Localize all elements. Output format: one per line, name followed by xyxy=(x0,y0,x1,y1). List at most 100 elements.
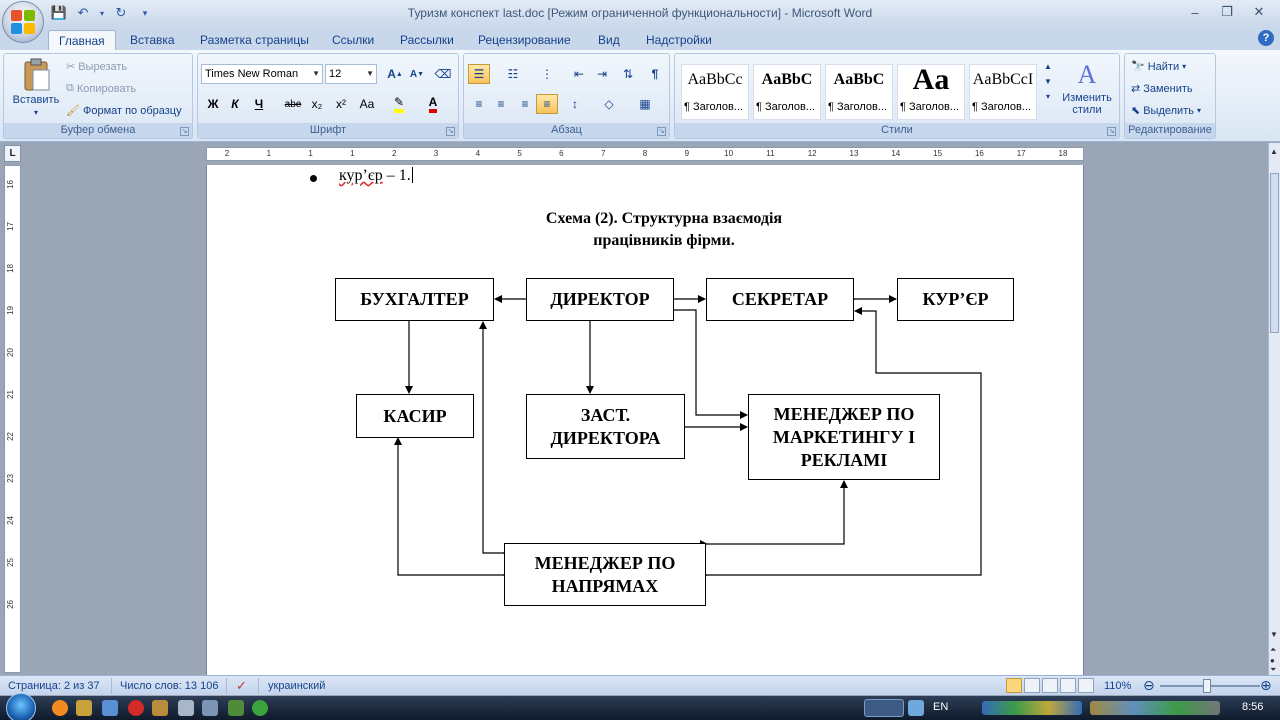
app-icon[interactable] xyxy=(178,700,194,716)
web-layout-view-button[interactable] xyxy=(1042,678,1058,693)
highlight-icon[interactable]: ✎ xyxy=(388,94,410,114)
replace-button[interactable]: ⇄ Заменить xyxy=(1131,82,1193,96)
word-count[interactable]: Число слов: 13 106 xyxy=(120,680,219,692)
change-styles-button[interactable]: A Изменить стили xyxy=(1062,60,1112,116)
scrollbar-thumb[interactable] xyxy=(1270,173,1279,333)
chevron-up-icon[interactable]: ▲ xyxy=(1044,62,1052,71)
font-name-select[interactable]: Times New Roman▼ xyxy=(201,64,323,84)
browser-icon[interactable] xyxy=(52,700,68,716)
chevron-down-icon[interactable]: ▼ xyxy=(1044,77,1052,86)
close-button[interactable]: ✕ xyxy=(1253,4,1265,19)
outline-view-button[interactable] xyxy=(1060,678,1076,693)
bullets-icon[interactable]: ☰ xyxy=(468,64,490,84)
styles-launcher-icon[interactable]: ↘ xyxy=(1107,127,1116,136)
shrink-font-button[interactable]: A▼ xyxy=(409,68,425,80)
select-button[interactable]: ⬉ Выделить ▾ xyxy=(1131,104,1201,118)
strikethrough-button[interactable]: abe xyxy=(284,98,302,110)
clear-formatting-icon[interactable]: ⌫ xyxy=(434,67,452,81)
full-screen-reading-view-button[interactable] xyxy=(1024,678,1040,693)
app-icon[interactable] xyxy=(908,700,924,716)
format-painter-button[interactable]: 🖌 Формат по образцу xyxy=(66,104,182,118)
save-icon[interactable]: 💾 xyxy=(50,5,68,20)
line-spacing-icon[interactable]: ↕ xyxy=(572,97,578,111)
word-taskbar-button[interactable] xyxy=(864,699,904,717)
tray-icons[interactable] xyxy=(1090,701,1220,715)
multilevel-list-icon[interactable]: ⋮ xyxy=(541,67,553,81)
start-button[interactable] xyxy=(6,693,36,720)
chevron-down-icon[interactable]: ▼ xyxy=(1270,630,1278,639)
numbering-icon[interactable]: ☷ xyxy=(507,67,519,81)
app-icon[interactable] xyxy=(102,700,118,716)
tray-icons[interactable] xyxy=(982,701,1082,715)
tab-home[interactable]: Главная xyxy=(48,30,116,50)
style-item[interactable]: AaBbC ¶ Заголов... xyxy=(753,64,821,120)
sort-icon[interactable]: ⇅ xyxy=(622,67,634,81)
app-icon[interactable] xyxy=(228,700,244,716)
maximize-button[interactable]: ❐ xyxy=(1221,4,1233,19)
increase-indent-icon[interactable]: ⇥ xyxy=(596,67,608,81)
tab-insert[interactable]: Вставка xyxy=(130,33,175,47)
zoom-level[interactable]: 110% xyxy=(1104,680,1132,692)
align-left-icon[interactable]: ≡ xyxy=(475,97,483,111)
style-item[interactable]: Aa ¶ Заголов... xyxy=(897,63,965,120)
zoom-slider-thumb[interactable] xyxy=(1203,679,1211,693)
proofing-icon[interactable]: ✓ xyxy=(236,678,247,693)
subscript-button[interactable]: x₂ xyxy=(311,97,323,111)
copy-button[interactable]: ⧉ Копировать xyxy=(66,82,137,95)
help-icon[interactable]: ? xyxy=(1258,30,1274,46)
shading-icon[interactable]: ◇ xyxy=(604,97,614,111)
opera-icon[interactable] xyxy=(128,700,144,716)
tab-page-layout[interactable]: Разметка страницы xyxy=(200,33,309,47)
grow-font-button[interactable]: A▲ xyxy=(387,67,403,81)
chevron-up-icon[interactable]: ▲ xyxy=(1270,147,1278,156)
styles-scroll[interactable]: ▲ ▼ ▾ xyxy=(1041,62,1055,101)
minimize-button[interactable]: – xyxy=(1191,4,1199,20)
font-color-icon[interactable]: A xyxy=(422,94,444,114)
tab-view[interactable]: Вид xyxy=(598,33,620,47)
language-status[interactable]: украинский xyxy=(268,680,326,692)
justify-icon[interactable]: ≡ xyxy=(536,94,558,114)
office-button[interactable] xyxy=(2,1,44,43)
font-size-select[interactable]: 12▼ xyxy=(325,64,377,84)
cut-button[interactable]: ✂ Вырезать xyxy=(66,60,128,74)
undo-icon[interactable]: ↶ xyxy=(77,5,89,20)
zoom-in-icon[interactable]: ⊕ xyxy=(1260,677,1272,693)
vertical-scrollbar[interactable]: ▲ ▼ ⏶ ● ⏷ xyxy=(1268,143,1280,675)
app-icon[interactable] xyxy=(202,700,218,716)
print-layout-view-button[interactable] xyxy=(1006,678,1022,693)
customize-qat-icon[interactable]: ▾ xyxy=(142,7,148,18)
style-item[interactable]: AaBbCcI ¶ Заголов... xyxy=(969,64,1037,120)
style-item[interactable]: AaBbC ¶ Заголов... xyxy=(825,64,893,120)
previous-page-icon[interactable]: ⏶ xyxy=(1270,645,1277,654)
font-launcher-icon[interactable]: ↘ xyxy=(446,127,455,136)
decrease-indent-icon[interactable]: ⇤ xyxy=(573,67,585,81)
tab-references[interactable]: Ссылки xyxy=(332,33,375,47)
clock[interactable]: 8:56 xyxy=(1242,701,1264,713)
show-marks-button[interactable]: ¶ xyxy=(651,67,659,81)
zoom-out-icon[interactable]: ⊖ xyxy=(1143,677,1155,693)
superscript-button[interactable]: x² xyxy=(336,97,346,111)
tab-mailings[interactable]: Рассылки xyxy=(400,33,454,47)
tab-addins[interactable]: Надстройки xyxy=(646,33,712,47)
tab-review[interactable]: Рецензирование xyxy=(478,33,571,47)
underline-button[interactable]: Ч xyxy=(254,97,264,111)
app-icon[interactable] xyxy=(76,700,92,716)
paste-button[interactable]: Вставить ▾ xyxy=(8,58,64,117)
app-icon[interactable] xyxy=(152,700,168,716)
document-page[interactable]: кур’єр – 1. Схема (2). Структурна взаємо… xyxy=(206,165,1084,675)
italic-button[interactable]: К xyxy=(231,97,239,111)
next-page-icon[interactable]: ⏷ xyxy=(1270,665,1277,674)
icq-icon[interactable] xyxy=(252,700,268,716)
redo-icon[interactable]: ↻ xyxy=(115,5,127,20)
keyboard-language[interactable]: EN xyxy=(933,701,949,713)
bold-button[interactable]: Ж xyxy=(207,97,219,111)
misspelled-word[interactable]: кур’єр xyxy=(339,167,383,184)
more-styles-icon[interactable]: ▾ xyxy=(1045,92,1050,101)
borders-icon[interactable]: ▦ xyxy=(639,97,651,111)
undo-dropdown-icon[interactable]: ▾ xyxy=(99,8,104,18)
page-count[interactable]: Страница: 2 из 37 xyxy=(8,680,100,692)
paragraph-launcher-icon[interactable]: ↘ xyxy=(657,127,666,136)
draft-view-button[interactable] xyxy=(1078,678,1094,693)
